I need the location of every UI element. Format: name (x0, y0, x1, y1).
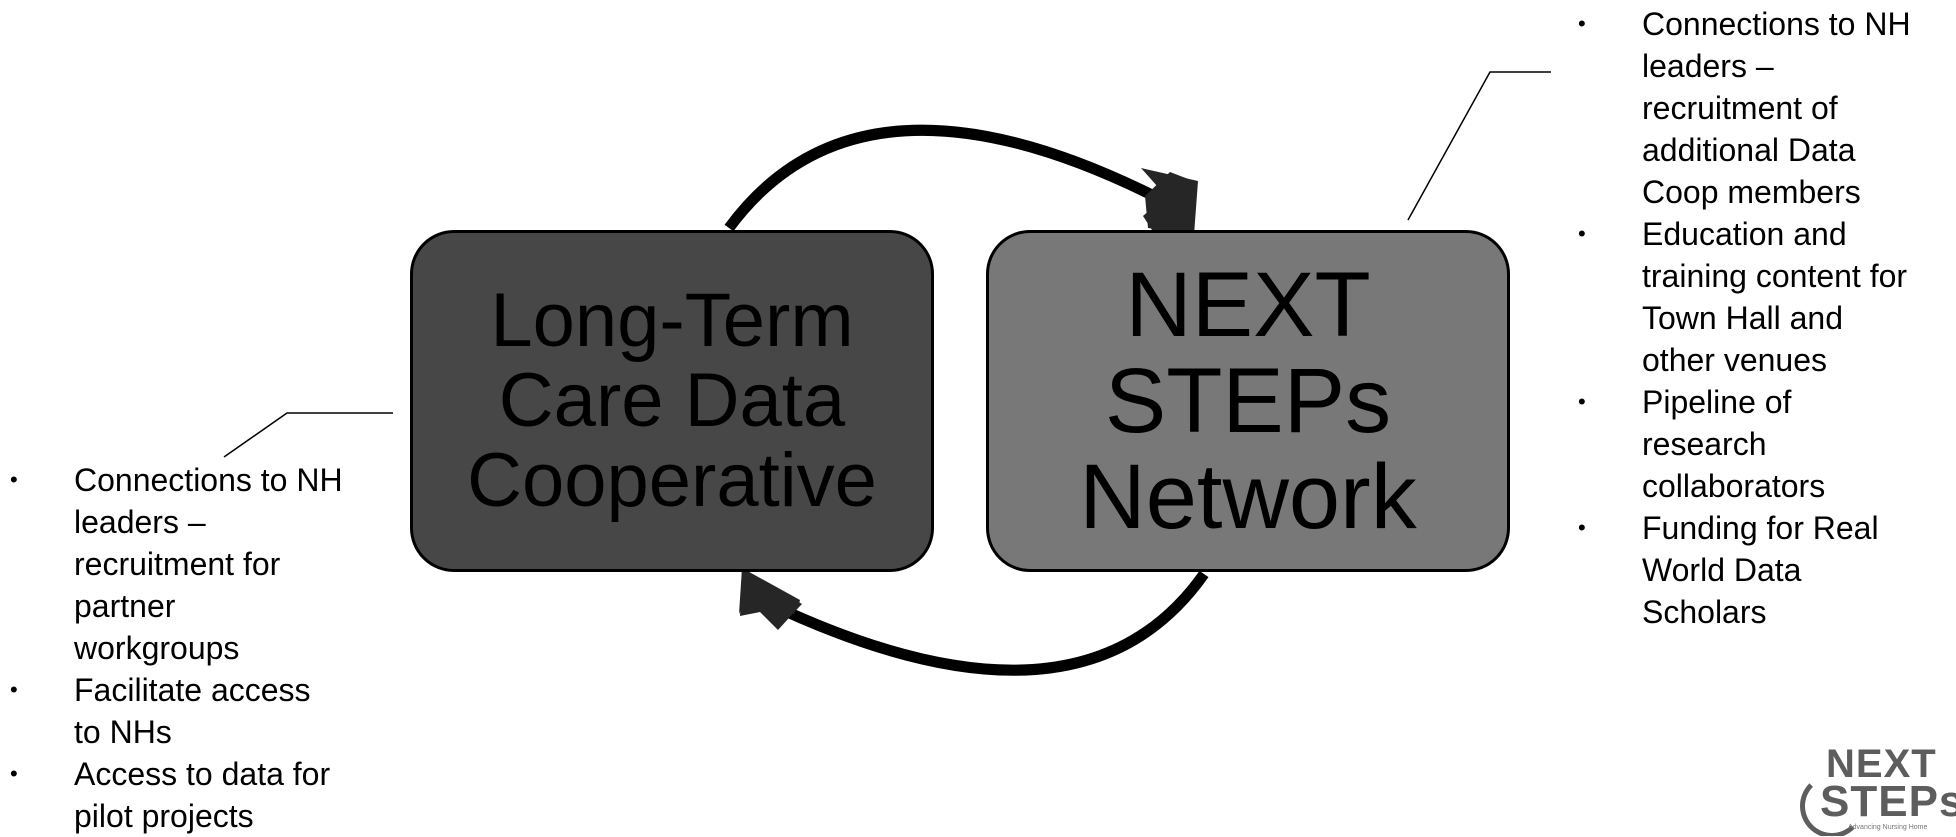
next-steps-logo: NEXT STEPs Advancing Nursing Home (1796, 744, 1956, 836)
list-item-line: recruitment of (1642, 90, 1838, 126)
list-item-line: research (1642, 426, 1767, 462)
right-callout-line (1407, 71, 1551, 221)
list-item-line: partner (74, 588, 176, 624)
list-item: • Education and training content for Tow… (1570, 213, 1956, 381)
logo-tagline: Advancing Nursing Home (1848, 824, 1928, 831)
list-item-line: workgroups (74, 630, 240, 666)
list-item: • Pipeline of research collaborators (1570, 381, 1956, 507)
list-item-line: Facilitate access (74, 672, 311, 708)
logo-text-bottom: STEPs (1820, 777, 1956, 826)
list-item-line: Connections to NH (74, 462, 343, 498)
list-item: • Facilitate access to NHs (2, 669, 382, 753)
list-item-line: recruitment for (74, 546, 281, 582)
box-right-line: STEPs (1104, 350, 1392, 452)
list-item-line: Funding for Real (1642, 510, 1879, 546)
box-right-line: Network (1079, 446, 1417, 548)
right-bullet-list: • Connections to NH leaders – recruitmen… (1570, 3, 1956, 633)
list-item-line: additional Data (1642, 132, 1856, 168)
bullet-dot: • (10, 761, 18, 786)
bullet-dot: • (1578, 11, 1586, 36)
box-left-line: Cooperative (467, 438, 877, 523)
list-item-line: Access to data for (74, 756, 331, 792)
next-steps-network-box: NEXT STEPs Network (986, 230, 1510, 572)
list-item-line: Town Hall and (1642, 300, 1843, 336)
list-item-line: leaders – (1642, 48, 1774, 84)
bullet-dot: • (1578, 221, 1586, 246)
logo-ring-icon (1800, 774, 1864, 836)
list-item-line: Connections to NH (1642, 6, 1911, 42)
logo-text-top: NEXT (1826, 744, 1937, 786)
list-item-line: pilot projects (74, 798, 254, 834)
list-item-line: Coop members (1642, 174, 1861, 210)
box-left-line: Care Data (498, 358, 846, 443)
left-callout-line (223, 412, 393, 458)
list-item-line: collaborators (1642, 468, 1826, 504)
top-cycle-arrow (724, 124, 1157, 232)
list-item-line: Scholars (1642, 594, 1767, 630)
left-bullet-list: • Connections to NH leaders – recruitmen… (2, 459, 382, 837)
list-item-line: other venues (1642, 342, 1828, 378)
bullet-dot: • (10, 677, 18, 702)
bullet-dot: • (10, 467, 18, 492)
list-item-line: World Data (1642, 552, 1802, 588)
list-item: • Connections to NH leaders – recruitmen… (1570, 3, 1956, 213)
box-right-line: NEXT (1125, 254, 1371, 356)
list-item-line: leaders – (74, 504, 206, 540)
list-item-line: Education and (1642, 216, 1847, 252)
bottom-cycle-arrow (767, 570, 1209, 676)
list-item-line: to NHs (74, 714, 172, 750)
long-term-care-data-cooperative-box: Long-Term Care Data Cooperative (410, 230, 934, 572)
list-item-line: Pipeline of (1642, 384, 1792, 420)
list-item: • Connections to NH leaders – recruitmen… (2, 459, 382, 669)
box-left-line: Long-Term (490, 278, 854, 363)
list-item: • Funding for Real World Data Scholars (1570, 507, 1956, 633)
bullet-dot: • (1578, 515, 1586, 540)
list-item-line: training content for (1642, 258, 1908, 294)
list-item: • Access to data for pilot projects (2, 753, 382, 837)
bullet-dot: • (1578, 389, 1586, 414)
